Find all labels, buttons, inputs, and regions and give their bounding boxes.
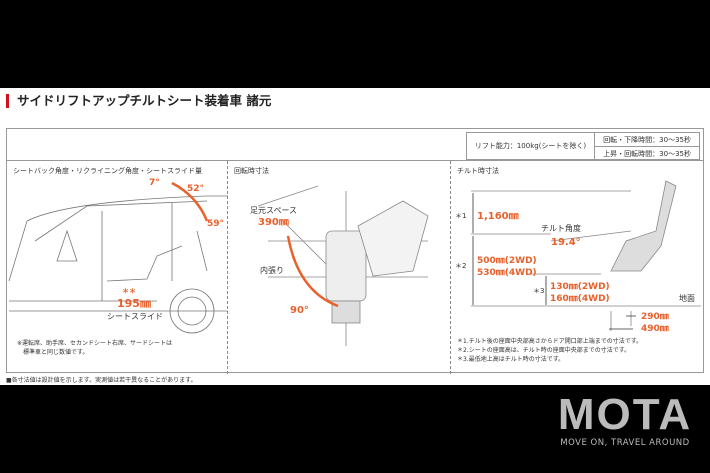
h3-2wd: 130㎜(2WD) (550, 282, 610, 292)
rotation-angle: 90° (290, 305, 309, 316)
rotation-section: 回転時寸法 足元スペース 390㎜ 内張り 90° (228, 161, 451, 374)
section-label: チルト時寸法 (457, 167, 499, 175)
h2-4wd: 530㎜(4WD) (477, 268, 537, 278)
space-label: 足元スペース (250, 206, 297, 215)
recline-angle: 52° (187, 184, 204, 194)
h2-2wd: 500㎜(2WD) (477, 256, 537, 266)
spec-sheet: サイドリフトアップチルトシート装着車 諸元 リフト能力：100kg(シートを除く… (0, 88, 710, 385)
tilt-notes: ＊1.チルト後の座面中央部高さからドア開口部上端までの寸法です。 ＊2.シートの… (457, 337, 642, 364)
lift-capacity: リフト能力：100kg(シートを除く) (467, 133, 596, 159)
h3-4wd: 160㎜(4WD) (550, 294, 610, 304)
tilt-label: チルト角度 (541, 223, 581, 233)
marks: ＊＊ (122, 287, 136, 295)
h1-mark: ＊1 (455, 212, 466, 220)
mota-watermark: MOTA MOVE ON, TRAVEL AROUND (555, 390, 695, 449)
lift-rotate-time: 上昇・回転時間：30～35秒 (595, 146, 699, 159)
note-line: ＊1.チルト後の座面中央部高さからドア開口部上端までの寸法です。 (457, 338, 643, 345)
d1-value: 290㎜ (641, 312, 669, 322)
footer-note: ■各寸法値は設計値を示します。実測値は若干異なることがあります。 (6, 377, 197, 384)
spec-header: リフト能力：100kg(シートを除く) 回転・下降時間：30～35秒 上昇・回転… (7, 129, 703, 161)
rotation-diagram: 足元スペース 390㎜ 内張り 90° (250, 185, 429, 346)
seat-angle-section: シートバック角度・リクライニング角度・シートスライド量 7° 52° 59° ＊… (7, 161, 228, 374)
seat-angle: 59° (207, 219, 224, 229)
car-side-diagram: 7° 52° 59° ＊＊ 195㎜ シートスライド (8, 178, 228, 334)
backrest-angle: 7° (149, 178, 160, 188)
slide-value: 195㎜ (117, 297, 151, 310)
note-line: ＊2.シートの座面高は、チルト時の座面中央部までの寸法です。 (457, 347, 631, 354)
note-line: ＊3.最低地上高はチルト時の寸法です。 (457, 356, 565, 363)
tilt-section: チルト時寸法 ＊1 1,160㎜ チルト角度 19.4° ＊2 500㎜(2WD… (451, 161, 703, 374)
space-value: 390㎜ (258, 217, 289, 228)
ground-label: 地面 (679, 293, 695, 303)
d2-value: 490㎜ (641, 324, 669, 334)
spec-panel: リフト能力：100kg(シートを除く) 回転・下降時間：30～35秒 上昇・回転… (6, 128, 704, 374)
wall-label: 内張り (260, 265, 284, 275)
logo-text: MOTA (557, 390, 693, 439)
tilt-value: 19.4° (551, 237, 581, 248)
rotate-lower-time: 回転・下降時間：30～35秒 (603, 136, 691, 144)
logo-tagline: MOVE ON, TRAVEL AROUND (560, 438, 690, 448)
h2-mark: ＊2 (455, 262, 466, 270)
section-label: シートバック角度・リクライニング角度・シートスライド量 (13, 167, 202, 175)
spec-table: リフト能力：100kg(シートを除く) 回転・下降時間：30～35秒 上昇・回転… (465, 132, 700, 160)
seat-note: ※運転席、助手席、セカンドシート右席、サードシートは 標準車と同じ数値です。 (17, 339, 172, 357)
h3-mark: ＊3 (533, 287, 544, 295)
h1-value: 1,160㎜ (477, 211, 519, 222)
page-title: サイドリフトアップチルトシート装着車 諸元 (6, 94, 271, 108)
section-label: 回転時寸法 (234, 167, 269, 175)
note-line: ※運転席、助手席、セカンドシート右席、サードシートは (17, 340, 173, 347)
note-line: 標準車と同じ数値です。 (23, 349, 89, 356)
slide-label: シートスライド (107, 312, 163, 321)
tilt-diagram: ＊1 1,160㎜ チルト角度 19.4° ＊2 500㎜(2WD) 530㎜(… (455, 180, 701, 334)
